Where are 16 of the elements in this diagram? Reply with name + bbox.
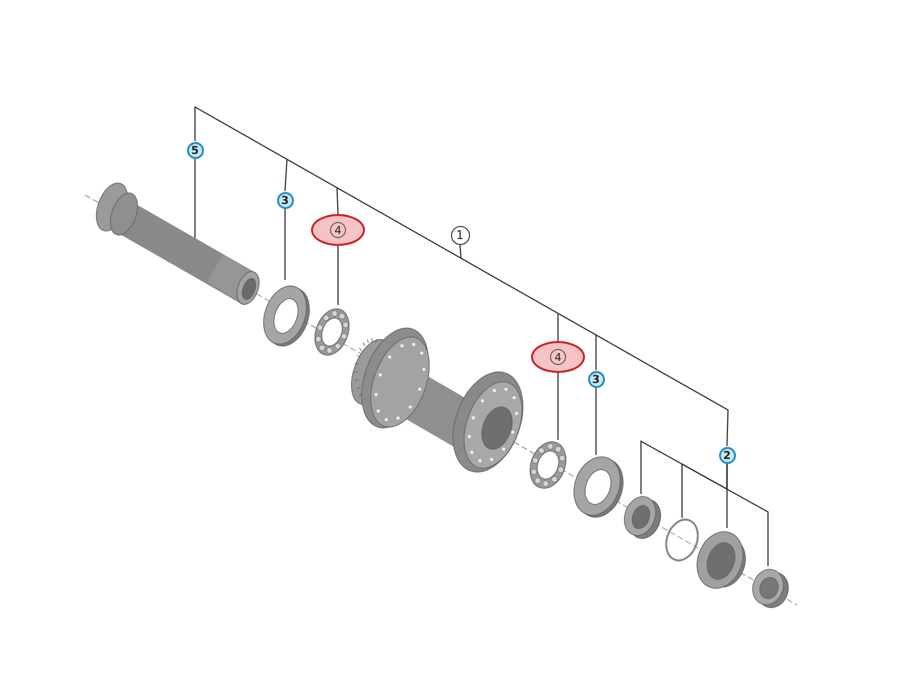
leader-line bbox=[557, 373, 559, 440]
leader-line bbox=[284, 208, 286, 280]
leader-line bbox=[595, 388, 597, 455]
leader-line bbox=[726, 464, 769, 566]
leader-line bbox=[681, 463, 728, 518]
callout-number: 3 bbox=[588, 370, 604, 388]
leader-line bbox=[337, 246, 339, 305]
leader-line bbox=[194, 158, 196, 238]
callout-number: 5 bbox=[186, 142, 204, 158]
callout-number: 4 bbox=[550, 349, 566, 365]
callout-number: 1 bbox=[450, 226, 470, 244]
highlight-ellipse bbox=[531, 341, 585, 373]
callout-number: 2 bbox=[718, 446, 736, 464]
callout-number: 3 bbox=[276, 192, 294, 208]
highlight-ellipse bbox=[311, 214, 365, 246]
callout-number: 4 bbox=[330, 222, 346, 238]
